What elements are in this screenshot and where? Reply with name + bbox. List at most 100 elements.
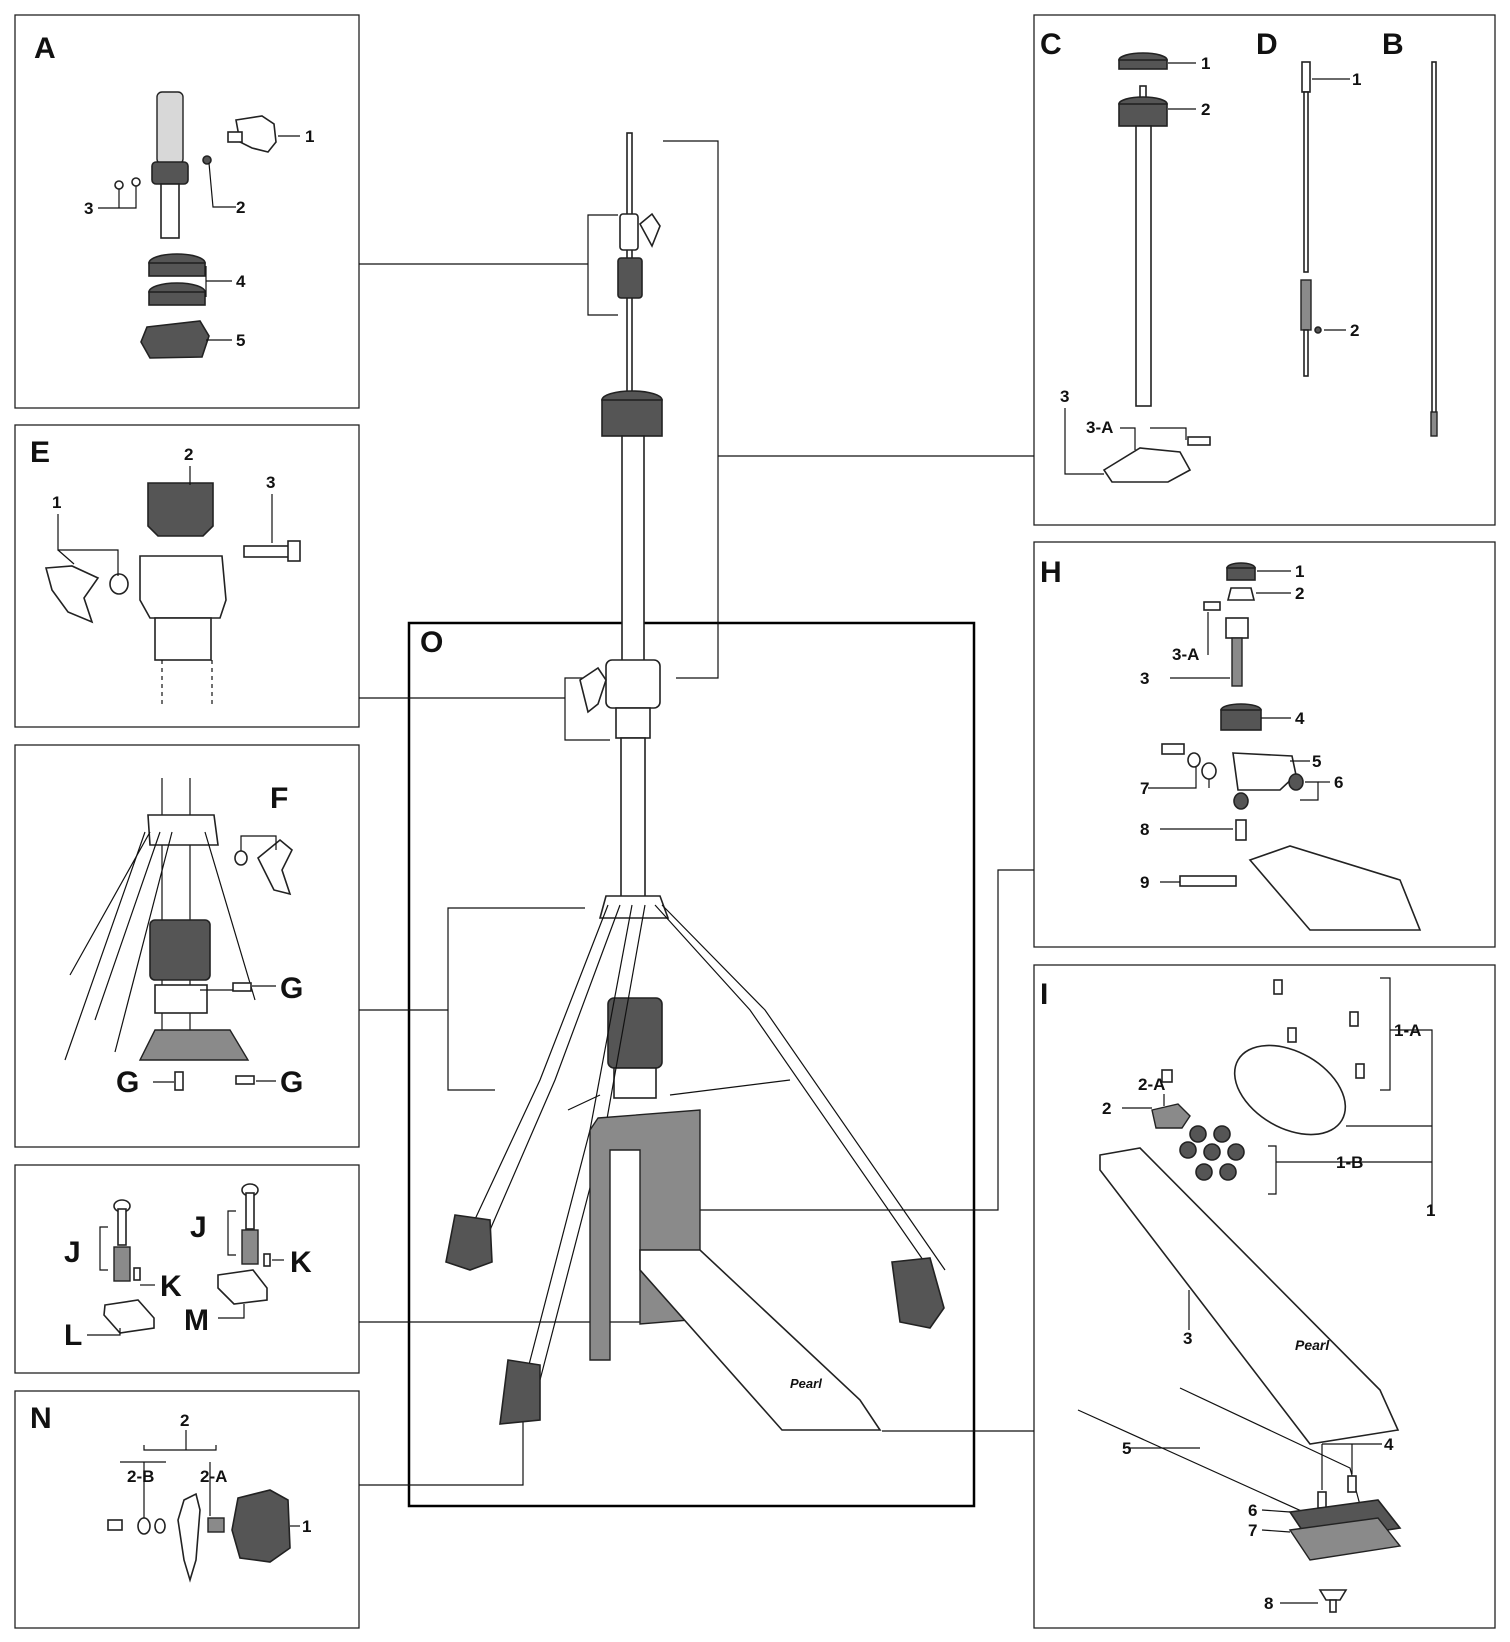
spring: [113, 1246, 131, 1282]
leader-line: [87, 1328, 121, 1336]
part-label: C: [1040, 28, 1062, 61]
height-lock-knob: [149, 919, 211, 981]
leader-line: [98, 186, 137, 209]
grip-dot: [1203, 1143, 1221, 1161]
leader-line: [447, 907, 585, 1091]
washer: [234, 850, 248, 866]
part-label: 1: [1295, 562, 1304, 581]
tilter-base: [154, 617, 212, 661]
spring: [241, 1229, 259, 1265]
washer: [1187, 752, 1201, 768]
panel-fg: F G G G: [64, 778, 303, 1099]
leader-line: [208, 162, 236, 208]
spur: [177, 1492, 201, 1583]
screw: [1347, 1475, 1357, 1493]
leader-line: [218, 1304, 245, 1319]
part-label: 6: [1248, 1501, 1257, 1520]
screw: [1349, 1011, 1359, 1027]
washer-icon: [114, 180, 124, 190]
part-label: G: [280, 1066, 303, 1099]
part-label: E: [30, 436, 50, 469]
spring: [207, 1517, 225, 1533]
wing-screw: [44, 565, 100, 624]
screw: [1317, 1491, 1327, 1509]
leader-line: [1390, 1029, 1433, 1216]
rod-coupling: [1225, 617, 1249, 639]
leader-line: [663, 140, 719, 679]
leader-line: [240, 835, 277, 851]
bolt: [1161, 743, 1185, 755]
part-label: 9: [1140, 873, 1149, 892]
washer: [154, 1518, 166, 1534]
adjust-nut-side: [1220, 709, 1262, 731]
spring-screw: [117, 1208, 127, 1246]
felt-lower-side: [148, 291, 206, 306]
part-label: 2-A: [200, 1467, 227, 1486]
washer-icon: [131, 177, 141, 187]
leader-line: [1148, 767, 1197, 789]
bushing: [147, 482, 214, 537]
plate-m: [217, 1269, 268, 1305]
part-label: 2-A: [1138, 1075, 1165, 1094]
felt-side: [1226, 567, 1256, 581]
lower-lock-knob: [607, 997, 663, 1069]
lower-clamp: [613, 1067, 657, 1099]
panel-jklm-frame: [14, 1164, 360, 1374]
leg-bracket: [598, 895, 670, 919]
part-label: 2: [1295, 584, 1304, 603]
height-clamp: [605, 659, 661, 709]
part-label: 2: [1350, 321, 1359, 340]
part-label: N: [30, 1402, 52, 1435]
part-label: 3-A: [1172, 645, 1199, 664]
small-screw: [263, 1253, 271, 1267]
flat-head-screw-shaft: [1329, 1599, 1337, 1613]
leader-line: [57, 514, 119, 576]
footboard: [639, 1249, 882, 1431]
screw: [1355, 1063, 1365, 1079]
clutch-wing: [638, 212, 661, 248]
grip-dot: [1179, 1141, 1197, 1159]
panel-a: A 1 2 3 4 5: [34, 32, 314, 359]
part-label: M: [184, 1304, 209, 1337]
part-label: Pearl: [1295, 1337, 1330, 1353]
flat-head-screw: [1318, 1589, 1348, 1601]
part-label: H: [1040, 556, 1062, 589]
rubber-pad: [1288, 1517, 1402, 1561]
part-label: K: [160, 1270, 182, 1303]
heel-block: [1151, 1103, 1191, 1129]
leader-line: [669, 1079, 791, 1096]
leader-line: [1261, 1529, 1291, 1533]
footboard-heel: [1248, 845, 1422, 931]
part-label: 8: [1140, 820, 1149, 839]
left-foot: [445, 1214, 493, 1271]
part-label: 1: [52, 493, 61, 512]
roller: [1288, 773, 1304, 791]
leader-line: [1322, 1443, 1382, 1474]
part-label: 1: [305, 127, 314, 146]
part-label: O: [420, 626, 443, 659]
leader-line: [660, 869, 1034, 1211]
spring-screw: [245, 1192, 255, 1230]
felt-side: [1118, 59, 1168, 70]
part-label: L: [64, 1319, 82, 1352]
leader-line: [1380, 977, 1391, 1091]
clamp-body: [140, 320, 210, 359]
height-wing: [579, 666, 607, 714]
screw: [1161, 1069, 1173, 1083]
grip-dot: [1195, 1163, 1213, 1181]
washer: [137, 1517, 151, 1535]
part-label: 1-B: [1336, 1153, 1363, 1172]
part-label: 7: [1248, 1521, 1257, 1540]
leader-line: [1261, 1509, 1291, 1513]
leader-line: [587, 214, 618, 316]
nut-icon: [202, 155, 212, 165]
part-label: B: [1382, 28, 1404, 61]
part-label: 8: [1264, 1594, 1273, 1613]
panel-i: I Pearl: [1040, 977, 1435, 1613]
leader-line: [64, 831, 173, 1061]
part-label: 5: [1312, 752, 1321, 771]
upper-tube: [621, 435, 645, 663]
part-label: 1: [1201, 54, 1210, 73]
lower-tube: [620, 737, 646, 899]
grip-dot: [1219, 1163, 1237, 1181]
